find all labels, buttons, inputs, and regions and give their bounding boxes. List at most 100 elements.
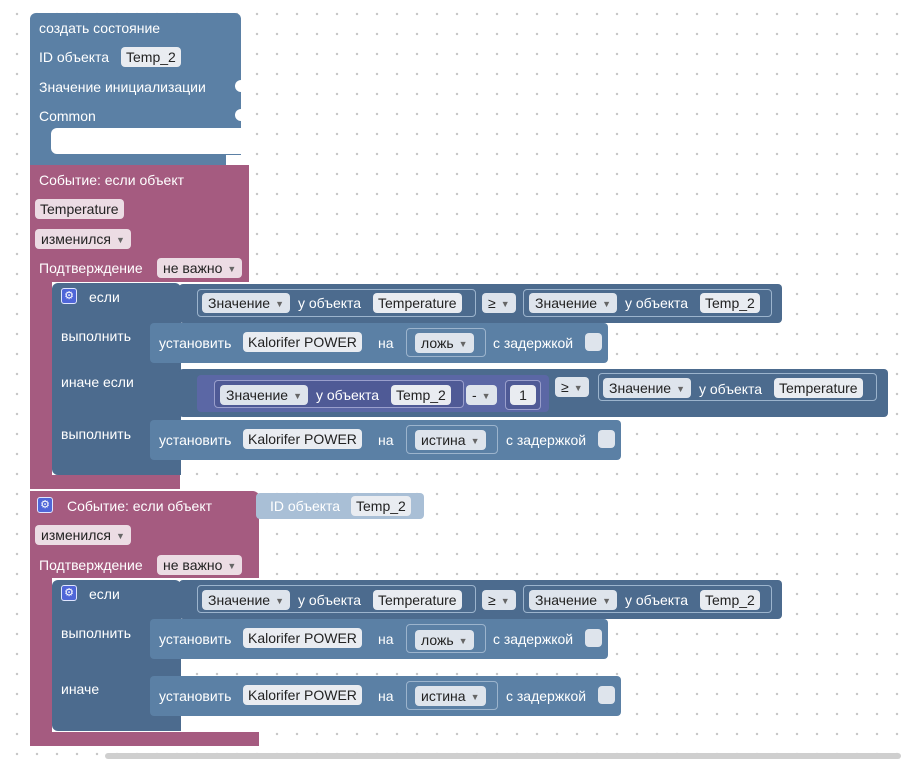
set-state-block[interactable]: [150, 619, 608, 659]
delay-label: с задержкой: [506, 432, 587, 448]
value-of-object-block[interactable]: [598, 373, 877, 401]
id-field[interactable]: Temp_2: [351, 496, 411, 516]
do-label: выполнить: [61, 426, 131, 442]
attribute-dropdown[interactable]: Значение▼: [202, 590, 291, 610]
attribute-dropdown[interactable]: Значение▼: [603, 378, 692, 398]
object-field[interactable]: Kalorifer POWER: [243, 628, 362, 648]
on-label: на: [378, 335, 394, 351]
dropdown-arrow-icon: ▼: [115, 531, 125, 541]
event-title: Событие: если объект: [67, 498, 213, 514]
dropdown-arrow-icon: ▼: [481, 391, 491, 401]
dropdown-arrow-icon: ▼: [458, 339, 468, 349]
dropdown-arrow-icon: ▼: [676, 384, 686, 394]
dropdown-arrow-icon: ▼: [115, 235, 125, 245]
object-field[interactable]: Kalorifer POWER: [243, 429, 362, 449]
horizontal-scrollbar[interactable]: [105, 753, 901, 759]
set-label: установить: [159, 432, 232, 448]
do-label: выполнить: [61, 328, 131, 344]
change-mode-dropdown[interactable]: изменился▼: [35, 525, 131, 545]
checkbox-icon[interactable]: [598, 430, 615, 448]
if-label: если: [89, 289, 120, 305]
change-mode-dropdown[interactable]: изменился▼: [35, 229, 131, 249]
event-trigger-block-spine: [30, 578, 52, 746]
boolean-block[interactable]: [406, 328, 486, 357]
of-object-label: у объекта: [699, 381, 763, 397]
object-field[interactable]: Temperature: [774, 378, 863, 398]
dropdown-arrow-icon: ▼: [602, 596, 612, 606]
object-field[interactable]: Temp_2: [700, 590, 760, 610]
set-label: установить: [159, 688, 232, 704]
operator-dropdown[interactable]: ≥▼: [482, 293, 516, 313]
number-field[interactable]: 1: [510, 385, 536, 405]
else-label: иначе: [61, 681, 100, 697]
object-field[interactable]: Kalorifer POWER: [243, 332, 362, 352]
object-field[interactable]: Kalorifer POWER: [243, 685, 362, 705]
dropdown-arrow-icon: ▼: [470, 436, 480, 446]
dropdown-arrow-icon: ▼: [470, 692, 480, 702]
of-object-label: у объекта: [298, 295, 362, 311]
gear-icon[interactable]: ⚙: [61, 585, 77, 601]
statement-slot: [51, 128, 241, 154]
ack-label: Подтверждение: [39, 260, 143, 276]
ack-dropdown[interactable]: не важно▼: [157, 555, 243, 575]
dropdown-arrow-icon: ▼: [602, 299, 612, 309]
boolean-dropdown[interactable]: истина▼: [415, 686, 486, 706]
common-label: Common: [39, 108, 96, 124]
object-field[interactable]: Temperature: [373, 590, 462, 610]
id-label: ID объекта: [39, 49, 110, 65]
object-field[interactable]: Temp_2: [391, 385, 451, 405]
delay-label: с задержкой: [493, 631, 574, 647]
event-trigger-block-spine: [30, 282, 52, 489]
attribute-dropdown[interactable]: Значение▼: [202, 293, 291, 313]
dropdown-arrow-icon: ▼: [500, 299, 510, 309]
set-label: установить: [159, 335, 232, 351]
boolean-dropdown[interactable]: ложь▼: [415, 630, 474, 650]
of-object-label: у объекта: [625, 592, 689, 608]
math-operator-dropdown[interactable]: -▼: [466, 385, 497, 405]
of-object-label: у объекта: [298, 592, 362, 608]
boolean-dropdown[interactable]: ложь▼: [415, 333, 474, 353]
checkbox-icon[interactable]: [585, 333, 602, 351]
attribute-dropdown[interactable]: Значение▼: [529, 590, 618, 610]
if-label: если: [89, 586, 120, 602]
checkbox-icon[interactable]: [598, 686, 615, 704]
value-of-object-block[interactable]: [523, 289, 772, 317]
on-label: на: [378, 432, 394, 448]
boolean-block[interactable]: [406, 624, 486, 653]
ack-label: Подтверждение: [39, 557, 143, 573]
value-of-object-block[interactable]: [197, 585, 476, 613]
dropdown-arrow-icon: ▼: [275, 299, 285, 309]
of-object-label: у объекта: [316, 387, 380, 403]
block-notch: [226, 155, 241, 165]
boolean-block[interactable]: [406, 425, 498, 454]
event-trigger-block-footer: [30, 475, 180, 489]
object-field[interactable]: Temp_2: [700, 293, 760, 313]
checkbox-icon[interactable]: [585, 629, 602, 647]
gear-icon[interactable]: ⚙: [61, 288, 77, 304]
delay-label: с задержкой: [493, 335, 574, 351]
dropdown-arrow-icon: ▼: [275, 596, 285, 606]
boolean-dropdown[interactable]: истина▼: [415, 430, 486, 450]
object-field[interactable]: Temperature: [373, 293, 462, 313]
common-input-socket[interactable]: [235, 109, 241, 121]
ack-dropdown[interactable]: не важно▼: [157, 258, 243, 278]
dropdown-arrow-icon: ▼: [227, 264, 237, 274]
value-of-object-block[interactable]: [197, 289, 476, 317]
value-input-socket[interactable]: [235, 80, 241, 92]
id-field[interactable]: Temp_2: [121, 47, 181, 67]
set-state-block[interactable]: [150, 323, 608, 363]
boolean-block[interactable]: [406, 681, 498, 710]
dropdown-arrow-icon: ▼: [573, 383, 583, 393]
operator-dropdown[interactable]: ≥▼: [482, 590, 516, 610]
operator-dropdown[interactable]: ≥▼: [555, 377, 589, 397]
value-of-object-block[interactable]: [523, 585, 772, 613]
dropdown-arrow-icon: ▼: [293, 391, 303, 401]
set-state-block[interactable]: [150, 676, 621, 716]
gear-icon[interactable]: ⚙: [37, 497, 53, 513]
object-field[interactable]: Temperature: [35, 199, 124, 219]
event-title: Событие: если объект: [39, 172, 185, 188]
attribute-dropdown[interactable]: Значение▼: [529, 293, 618, 313]
on-label: на: [378, 631, 394, 647]
set-state-block[interactable]: [150, 420, 621, 460]
attribute-dropdown[interactable]: Значение▼: [220, 385, 309, 405]
